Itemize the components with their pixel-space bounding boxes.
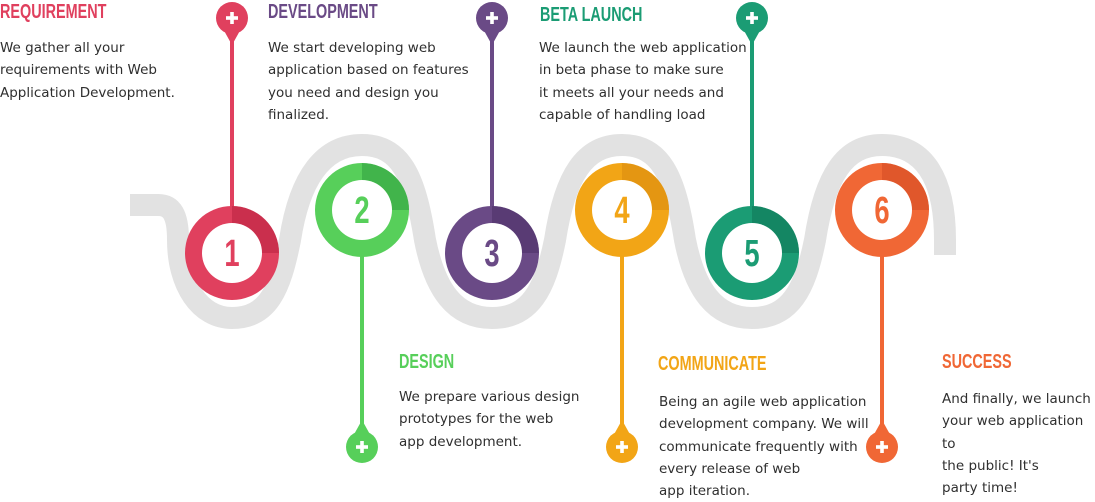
process-diagram: 1 2 3 4 5 6 — [130, 2, 956, 463]
step-description: We start developing web application base… — [268, 40, 469, 123]
plus-icon — [226, 12, 238, 24]
step-face — [462, 223, 522, 283]
plus-icon — [746, 12, 758, 24]
plus-icon-bar — [750, 12, 754, 24]
plus-icon-bar — [230, 12, 234, 24]
step-description: And finally, we launch your web applicat… — [942, 391, 1091, 497]
step-1: 1 — [185, 2, 279, 300]
step-ring-shade — [492, 206, 539, 253]
step-title: SUCCESS — [942, 351, 1012, 373]
plus-icon-bar — [880, 441, 884, 453]
step-title: DEVELOPMENT — [268, 1, 378, 23]
step-6: 6 — [835, 163, 929, 463]
step-ring-shade — [752, 206, 799, 253]
step-ring-shade — [882, 163, 929, 210]
winding-track — [130, 133, 956, 330]
step-2: 2 — [315, 163, 409, 463]
step-face — [592, 180, 652, 240]
step-number: 3 — [484, 233, 499, 275]
step-number: 4 — [614, 190, 630, 232]
step-title: DESIGN — [399, 351, 455, 373]
plus-icon — [876, 441, 888, 453]
step-number: 6 — [874, 190, 889, 232]
step-4: 4 — [575, 163, 669, 463]
step-number: 5 — [744, 233, 759, 275]
step-face — [722, 223, 782, 283]
step-description: We gather all your requirements with Web… — [0, 40, 175, 101]
step-title: BETA LAUNCH — [540, 4, 643, 26]
plus-icon — [486, 12, 498, 24]
plus-icon-bar — [620, 441, 624, 453]
step-description: We prepare various design prototypes for… — [399, 389, 580, 450]
step-title: COMMUNICATE — [658, 353, 767, 375]
step-number: 1 — [224, 233, 239, 275]
step-ring-shade — [232, 206, 279, 253]
step-number: 2 — [354, 190, 369, 232]
step-3: 3 — [445, 2, 539, 300]
step-face — [852, 180, 912, 240]
plus-icon — [356, 441, 368, 453]
step-description: Being an agile web application developme… — [659, 394, 869, 500]
plus-icon — [616, 441, 628, 453]
plus-icon-bar — [360, 441, 364, 453]
step-title: REQUIREMENT — [0, 1, 107, 23]
step-face — [332, 180, 392, 240]
step-face — [202, 223, 262, 283]
step-ring-shade — [362, 163, 409, 210]
step-ring-shade — [622, 163, 669, 210]
plus-icon-bar — [490, 12, 494, 24]
step-5: 5 — [705, 2, 799, 300]
step-description: We launch the web application in beta ph… — [539, 40, 747, 123]
